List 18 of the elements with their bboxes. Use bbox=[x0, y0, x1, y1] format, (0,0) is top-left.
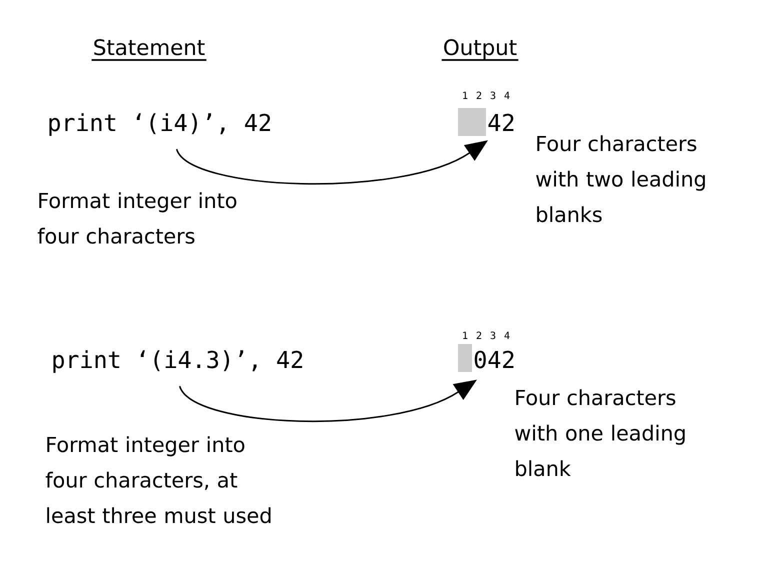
column-number: 1 bbox=[463, 332, 468, 339]
output-value: 42 bbox=[488, 114, 514, 131]
annotation-text: Four characters with two leading blanks bbox=[536, 135, 705, 222]
column-heading: Statement bbox=[92, 39, 206, 61]
annotation-text: Format integer into four characters, at least three must used bbox=[46, 436, 270, 524]
column-number: 1 bbox=[463, 92, 468, 99]
code-statement: print ‘(i4.3)’, 42 bbox=[53, 350, 302, 373]
column-number: 3 bbox=[490, 92, 496, 100]
code-statement: print ‘(i4)’, 42 bbox=[49, 113, 270, 136]
column-number: 2 bbox=[476, 92, 482, 99]
annotation-text: Format integer into four characters bbox=[38, 192, 236, 244]
output-value: 042 bbox=[474, 350, 514, 368]
column-number: 4 bbox=[504, 92, 510, 99]
column-number: 3 bbox=[490, 332, 496, 340]
column-number: 4 bbox=[504, 332, 510, 339]
column-heading: Output bbox=[442, 39, 518, 61]
column-number: 2 bbox=[476, 332, 482, 339]
annotation-text: Four characters with one leading blank bbox=[515, 389, 685, 476]
